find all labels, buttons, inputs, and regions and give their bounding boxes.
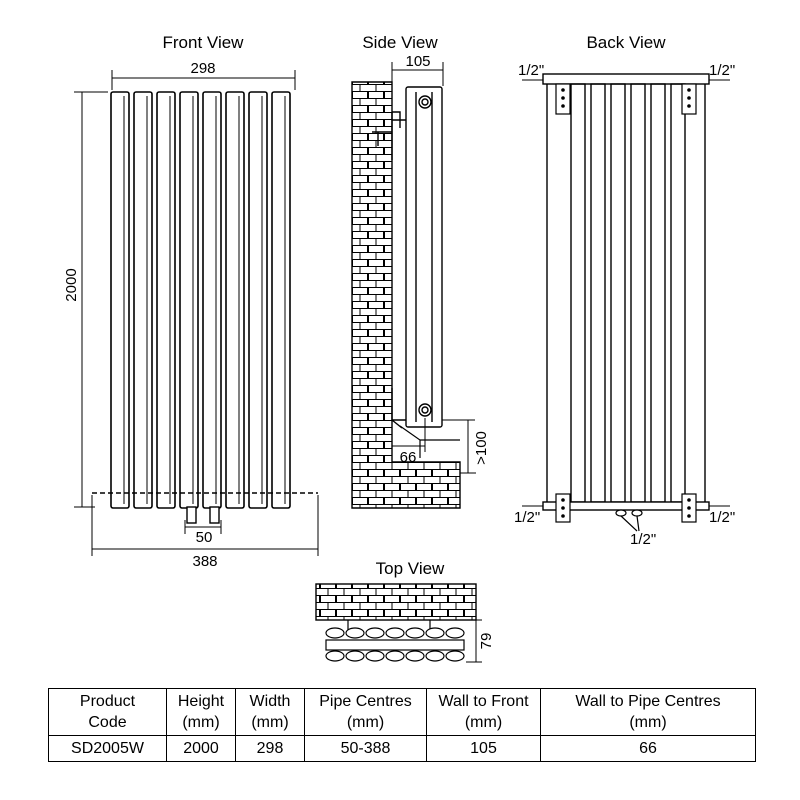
side-radiator-profile — [405, 86, 443, 428]
side-wall-to-pipe-dimension — [392, 418, 426, 452]
side-wall-to-pipe-label: 66 — [400, 449, 417, 466]
header-height: Height(mm) — [166, 688, 236, 736]
front-view-title: Front View — [163, 33, 245, 52]
back-radiator-tubes — [546, 83, 706, 503]
front-height-label: 2000 — [63, 268, 80, 301]
front-radiator-tubes — [110, 91, 291, 509]
side-view-title: Side View — [362, 33, 438, 52]
top-view-title: Top View — [376, 559, 445, 578]
front-width-label: 298 — [190, 60, 215, 77]
cell-pipe-centres: 50-388 — [304, 735, 427, 762]
top-depth-label: 79 — [478, 633, 495, 650]
table-row: SD2005W 2000 298 50-388 105 66 — [48, 735, 756, 762]
cell-wall-to-front: 105 — [426, 735, 541, 762]
side-view: Side View 105 — [351, 33, 490, 509]
top-header-bar — [325, 639, 465, 651]
top-tubes-rear — [325, 627, 465, 639]
front-width-dimension — [111, 70, 296, 90]
header-pipe-centres: Pipe Centres(mm) — [304, 688, 427, 736]
side-floor-clearance-label: >100 — [473, 431, 490, 465]
back-bottom-right-conn: 1/2" — [709, 509, 735, 526]
cell-height: 2000 — [166, 735, 236, 762]
front-tube-highlights — [123, 96, 286, 504]
side-pipe — [399, 425, 460, 458]
top-view: Top View — [315, 559, 495, 663]
front-view: Front View 298 2000 — [63, 33, 319, 570]
front-overall-width-dimension — [91, 495, 319, 556]
back-top-right-conn: 1/2" — [709, 62, 735, 79]
back-top-brackets — [555, 83, 697, 115]
front-overall-width-label: 388 — [192, 553, 217, 570]
header-wall-to-front: Wall to Front(mm) — [426, 688, 541, 736]
header-wall-to-pipe-centres: Wall to Pipe Centres(mm) — [540, 688, 756, 736]
back-top-bracket-holes — [561, 88, 691, 108]
radiator-technical-drawing: Front View 298 2000 — [63, 33, 735, 663]
cell-width: 298 — [235, 735, 305, 762]
side-floor-clearance-dimension — [442, 419, 476, 474]
header-width: Width(mm) — [235, 688, 305, 736]
front-pipe-centres-label: 50 — [196, 529, 213, 546]
back-valves — [615, 509, 643, 532]
front-valves — [186, 506, 220, 524]
back-view: Back View 1/2" 1/2" 1/2" — [514, 33, 735, 548]
side-depth-label: 105 — [405, 53, 430, 70]
front-pipe-centres-dimension — [184, 520, 222, 534]
back-bottom-bracket-holes — [561, 498, 691, 518]
top-brick-wall — [315, 583, 477, 621]
cell-product-code: SD2005W — [48, 735, 167, 762]
back-view-title: Back View — [586, 33, 666, 52]
back-top-header — [542, 73, 710, 85]
back-bottom-left-conn: 1/2" — [514, 509, 540, 526]
top-depth-dimension — [466, 619, 482, 663]
cell-wall-to-pipe-centres: 66 — [540, 735, 756, 762]
top-tubes-front — [325, 650, 465, 662]
back-top-left-conn: 1/2" — [518, 62, 544, 79]
back-valve-conn: 1/2" — [630, 531, 656, 548]
brick-wall — [351, 81, 461, 509]
